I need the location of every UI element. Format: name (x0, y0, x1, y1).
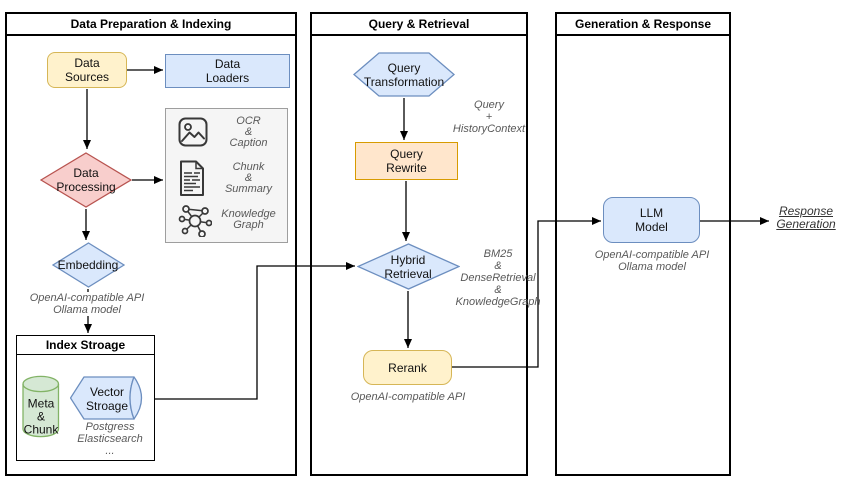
processing-method-chunk: Chunk & Summary (178, 158, 283, 198)
document-icon (178, 160, 214, 197)
hybrid-retrieval-note: BM25 & DenseRetrieval & KnowledgeGraph (455, 248, 541, 308)
node-data-processing (40, 152, 132, 208)
knowledge-graph-icon (178, 203, 214, 237)
node-rerank: Rerank (363, 350, 452, 385)
node-vector-storage-label: Vector Stroage (85, 385, 129, 413)
node-query-transformation (353, 52, 455, 97)
node-data-processing-label: Data Processing (56, 166, 116, 194)
node-meta-chunk-label: Meta & Chunk (23, 396, 59, 437)
node-embedding-label: Embedding (57, 258, 119, 272)
edge-label-query-history: Query + HistoryContext (452, 99, 526, 135)
node-llm-model: LLM Model (603, 197, 700, 243)
processing-method-label: OCR & Caption (229, 114, 268, 149)
section-generation-response: Generation & Response (555, 12, 731, 476)
processing-method-label: Knowledge Graph (221, 208, 276, 231)
node-vector-storage (70, 376, 143, 420)
embedding-note: OpenAI-compatible API Ollama model (26, 292, 148, 316)
node-query-rewrite: Query Rewrite (355, 142, 458, 180)
llm-model-note: OpenAI-compatible API Ollama model (594, 249, 710, 273)
processing-method-ocr: OCR & Caption (178, 115, 283, 149)
rerank-note: OpenAI-compatible API (350, 391, 466, 403)
index-storage-title: Index Stroage (17, 336, 154, 355)
processing-method-knowledge-graph: Knowledge Graph (178, 202, 283, 238)
vector-storage-note: Postgress Elasticsearch ... (77, 421, 143, 457)
processing-method-label: Chunk & Summary (224, 160, 273, 195)
node-hybrid-retrieval (357, 243, 460, 290)
label-response-generation: Response Generation (776, 204, 836, 231)
section-title-query-retrieval: Query & Retrieval (312, 14, 526, 36)
node-data-sources: Data Sources (47, 52, 127, 88)
node-embedding (52, 242, 125, 288)
node-data-loaders: Data Loaders (165, 54, 290, 88)
image-icon (178, 117, 214, 147)
section-data-preparation: Data Preparation & Indexing (5, 12, 297, 476)
node-hybrid-retrieval-label: Hybrid Retrieval (384, 253, 432, 281)
panel-processing-methods: OCR & Caption Chunk & Summary (165, 108, 288, 243)
section-title-generation-response: Generation & Response (557, 14, 729, 36)
node-query-transformation-label: Query Transformation (363, 61, 445, 89)
section-title-data-preparation: Data Preparation & Indexing (7, 14, 295, 36)
node-meta-chunk-cylinder (22, 375, 60, 438)
